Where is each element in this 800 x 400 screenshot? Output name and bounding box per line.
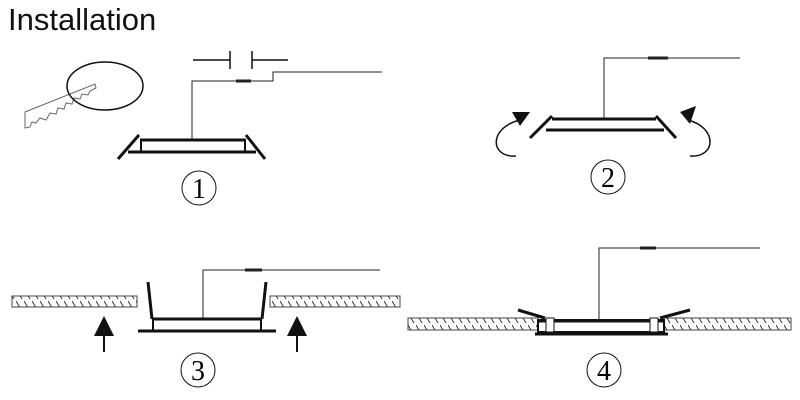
diagram-title: Installation <box>8 2 157 37</box>
step-number: 4 <box>597 356 611 387</box>
step-number: 2 <box>601 163 615 194</box>
step-number: 1 <box>192 174 206 205</box>
key-icon <box>24 83 97 129</box>
push-up-arrow-icon <box>94 316 114 352</box>
step-number: 3 <box>191 356 205 387</box>
rotate-arrow-right-icon <box>687 119 711 157</box>
downlight-fixture <box>116 134 267 160</box>
downlight-fixture <box>517 308 691 336</box>
step-3: 3 <box>11 268 401 388</box>
magnify-ellipse <box>66 61 144 111</box>
ceiling-left <box>11 295 138 308</box>
ceiling-left <box>407 317 539 331</box>
ceiling-right <box>662 317 792 331</box>
rotate-arrow-left-icon <box>495 119 521 157</box>
step-number-circle <box>181 170 217 206</box>
step-4: 4 <box>407 246 792 388</box>
downlight-fixture <box>528 114 678 140</box>
wire <box>603 56 740 120</box>
wire <box>598 246 760 322</box>
push-up-arrow-icon <box>287 316 307 352</box>
wire <box>202 268 380 319</box>
downlight-fixture <box>138 281 276 333</box>
capacitor-symbol <box>193 51 288 69</box>
step-number-circle <box>180 352 216 388</box>
step-1: 1 <box>24 51 382 206</box>
wire <box>191 71 382 140</box>
step-2: 2 <box>495 56 740 195</box>
step-number-circle <box>586 352 622 388</box>
step-number-circle <box>590 159 626 195</box>
ceiling-right <box>269 295 401 308</box>
